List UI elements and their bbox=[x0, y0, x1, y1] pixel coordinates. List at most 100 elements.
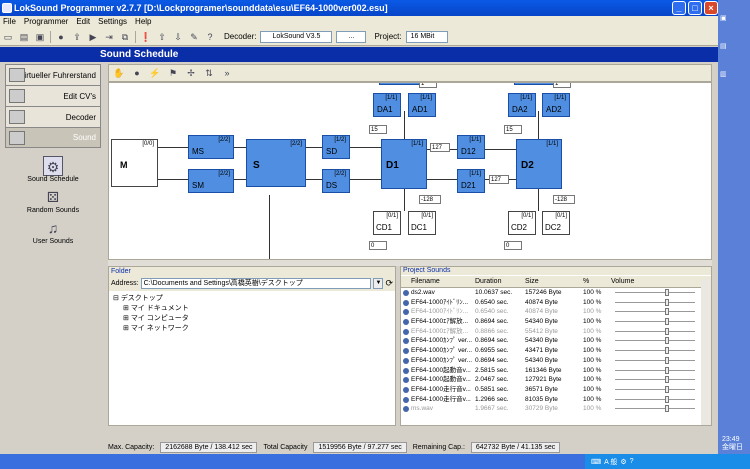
block-sm[interactable]: [2/2] SM bbox=[188, 169, 234, 193]
minimize-button[interactable]: _ bbox=[672, 1, 686, 15]
block-d12[interactable]: [1/1] D12 bbox=[457, 135, 485, 159]
slider-handle[interactable] bbox=[665, 366, 670, 374]
slider-handle[interactable] bbox=[665, 298, 670, 306]
block-m[interactable]: [0/0] M bbox=[111, 139, 158, 187]
column-duration[interactable]: Duration bbox=[475, 278, 502, 285]
value-box[interactable]: 1 bbox=[419, 83, 437, 88]
block-da2[interactable]: [1/1] DA2 bbox=[508, 93, 536, 117]
sidebar-folder-icon[interactable]: ▤ bbox=[720, 43, 727, 50]
block-ds[interactable]: [2/2] DS bbox=[322, 169, 350, 193]
select-tool-icon[interactable]: ✋ bbox=[113, 68, 125, 78]
diagram-horizontal-scrollbar[interactable] bbox=[108, 260, 712, 266]
sidebar-window-icon[interactable]: ▥ bbox=[720, 71, 727, 78]
connect-tool-icon[interactable]: ✢ bbox=[187, 68, 195, 78]
stop-icon[interactable]: ● bbox=[58, 31, 64, 42]
nav-sound[interactable]: Sound bbox=[5, 127, 101, 148]
play-icon[interactable]: ▶ bbox=[89, 31, 97, 42]
block-d21[interactable]: [1/1] D21 bbox=[457, 169, 485, 193]
value-box[interactable]: -128 bbox=[553, 195, 575, 204]
slider-handle[interactable] bbox=[665, 318, 670, 326]
volume-slider[interactable] bbox=[611, 346, 701, 355]
refresh-icon[interactable]: ⟳ bbox=[385, 278, 393, 288]
tree-item[interactable]: ⊞ マイ ネットワーク bbox=[113, 324, 391, 334]
menu-programmer[interactable]: Programmer bbox=[23, 17, 69, 26]
keyboard-icon[interactable]: ⌨ bbox=[591, 458, 602, 466]
menu-file[interactable]: File bbox=[3, 17, 16, 26]
slider-handle[interactable] bbox=[665, 356, 670, 364]
tools-icon[interactable]: ✎ bbox=[190, 31, 198, 42]
column-volume[interactable]: Volume bbox=[611, 278, 635, 285]
volume-slider[interactable] bbox=[611, 375, 701, 384]
expand-icon[interactable]: ⊞ bbox=[123, 315, 131, 322]
slider-handle[interactable] bbox=[665, 385, 670, 393]
block-sd[interactable]: [1/2] SD bbox=[322, 135, 350, 159]
tree-item[interactable]: ⊞ マイ コンピュータ bbox=[113, 314, 391, 324]
expand-icon[interactable]: ⊞ bbox=[123, 305, 131, 312]
forward-icon[interactable]: » bbox=[224, 68, 230, 78]
block-cd2[interactable]: [0/1] CD2 bbox=[508, 211, 536, 235]
menu-help[interactable]: Help bbox=[135, 17, 152, 26]
block-da1[interactable]: [1/1] DA1 bbox=[373, 93, 401, 117]
slider-handle[interactable] bbox=[665, 327, 670, 335]
value-box[interactable]: -128 bbox=[419, 195, 441, 204]
sound-schedule-diagram[interactable]: [0/0] M [2/2] MS [2/2] SM [2/2] S [1/2] … bbox=[108, 82, 712, 260]
slider-handle[interactable] bbox=[665, 337, 670, 345]
tree-item[interactable]: ⊞ マイ ドキュメント bbox=[113, 304, 391, 314]
record-icon[interactable]: ⇥ bbox=[105, 31, 113, 42]
block-ad1[interactable]: [1/1] AD1 bbox=[408, 93, 436, 117]
nav-decoder[interactable]: Decoder bbox=[5, 106, 101, 127]
table-row[interactable]: EF64-1000ｶﾝﾌﾟ ver...0.6955 sec.43471 Byt… bbox=[401, 346, 711, 356]
block-dc2[interactable]: [0/1] DC2 bbox=[542, 211, 570, 235]
volume-slider[interactable] bbox=[611, 385, 701, 394]
value-box[interactable]: 15 bbox=[369, 125, 387, 134]
slider-handle[interactable] bbox=[665, 376, 670, 384]
volume-slider[interactable] bbox=[611, 336, 701, 345]
slider-handle[interactable] bbox=[665, 405, 670, 413]
save-icon[interactable]: ▣ bbox=[35, 31, 45, 42]
subnav-user-sounds[interactable]: ♫ User Sounds bbox=[33, 218, 73, 245]
block-d1[interactable]: [1/1] D1 bbox=[381, 139, 427, 189]
slider-handle[interactable] bbox=[665, 308, 670, 316]
block-ad2[interactable]: [1/1] AD2 bbox=[542, 93, 570, 117]
column-percent[interactable]: % bbox=[583, 278, 590, 285]
volume-slider[interactable] bbox=[611, 327, 701, 336]
decoder-browse-button[interactable]: ... bbox=[336, 30, 367, 43]
block-d2[interactable]: [1/1] D2 bbox=[516, 139, 562, 189]
help-icon[interactable]: ? bbox=[629, 458, 634, 465]
value-box[interactable]: 127 bbox=[489, 175, 509, 184]
volume-slider[interactable] bbox=[611, 356, 701, 365]
nav-virtual-cab[interactable]: Virtueller Fuhrerstand bbox=[5, 64, 101, 85]
decoder-field[interactable]: LokSound V3.5 bbox=[260, 30, 333, 43]
copy-icon[interactable]: ⧉ bbox=[121, 31, 129, 42]
volume-slider[interactable] bbox=[611, 404, 701, 413]
subnav-random-sounds[interactable]: ⚄ Random Sounds bbox=[27, 187, 79, 214]
value-box[interactable]: 15 bbox=[504, 125, 522, 134]
address-field[interactable]: C:\Documents and Settings\高橋英樹\デスクトップ bbox=[140, 278, 372, 289]
block-cd1[interactable]: [0/1] CD1 bbox=[373, 211, 401, 235]
volume-slider[interactable] bbox=[611, 298, 701, 307]
nav-edit-cvs[interactable]: Edit CV's bbox=[5, 85, 101, 106]
chevron-down-icon[interactable]: ▼ bbox=[373, 278, 384, 289]
table-row[interactable]: EF64-1000ｶﾝﾌﾟ ver...0.8694 sec.54340 Byt… bbox=[401, 356, 711, 366]
ime-indicator[interactable]: A 般 bbox=[604, 458, 618, 466]
value-box[interactable]: 0 bbox=[369, 241, 387, 250]
column-filename[interactable]: Filename bbox=[411, 278, 440, 285]
sidebar-app-icon[interactable]: ▣ bbox=[720, 15, 727, 22]
volume-slider[interactable] bbox=[611, 395, 701, 404]
download-icon[interactable]: ⇩ bbox=[174, 31, 182, 42]
collapse-icon[interactable]: ⊟ bbox=[113, 295, 121, 302]
value-box[interactable]: 127 bbox=[430, 143, 450, 152]
condition-tool-icon[interactable]: ⚡ bbox=[149, 68, 161, 78]
swap-icon[interactable]: ⇅ bbox=[205, 68, 213, 78]
tray-settings-icon[interactable]: ⚙ bbox=[620, 458, 627, 466]
column-size[interactable]: Size bbox=[525, 278, 539, 285]
state-tool-icon[interactable]: ● bbox=[134, 68, 140, 78]
volume-slider[interactable] bbox=[611, 317, 701, 326]
block-dc1[interactable]: [0/1] DC1 bbox=[408, 211, 436, 235]
slider-handle[interactable] bbox=[665, 347, 670, 355]
